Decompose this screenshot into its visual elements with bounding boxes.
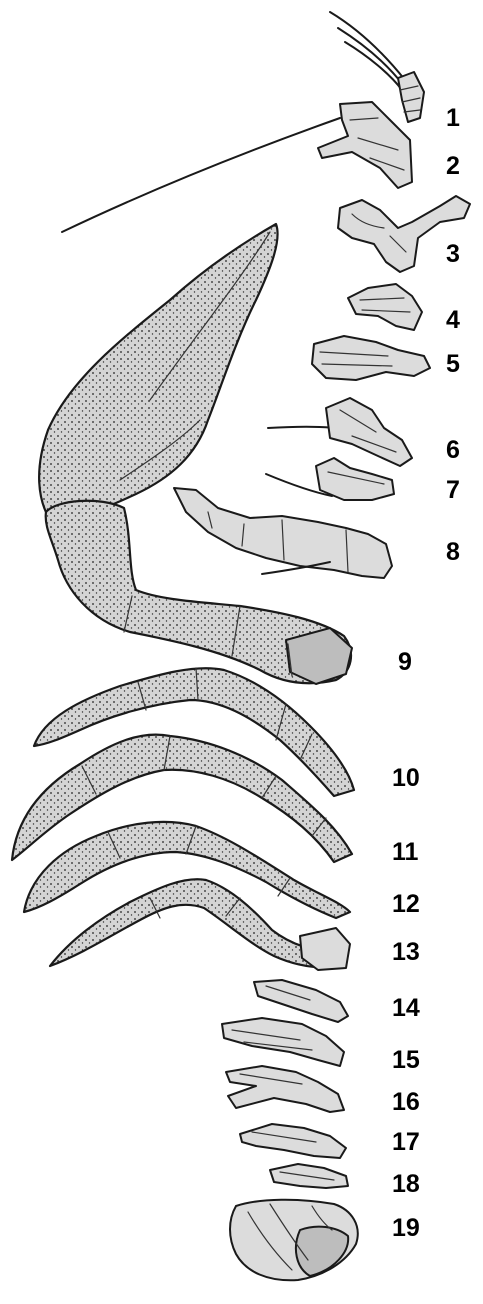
label-12: 12	[392, 892, 420, 917]
uropod-appendage	[230, 1200, 358, 1281]
label-2: 2	[446, 154, 460, 179]
label-1: 1	[446, 106, 460, 131]
pleopod-18-appendage	[270, 1164, 348, 1188]
label-4: 4	[446, 308, 460, 333]
label-9: 9	[398, 650, 412, 675]
maxilla-appendage	[312, 336, 430, 380]
pleopod-15-appendage	[222, 1018, 344, 1066]
label-19: 19	[392, 1216, 420, 1241]
first-maxilliped-appendage	[268, 398, 412, 466]
label-7: 7	[446, 478, 460, 503]
cheliped-appendage	[39, 224, 352, 684]
label-18: 18	[392, 1172, 420, 1197]
label-17: 17	[392, 1130, 420, 1155]
label-14: 14	[392, 996, 420, 1021]
label-16: 16	[392, 1090, 420, 1115]
pleopod-16-appendage	[226, 1066, 344, 1112]
label-5: 5	[446, 352, 460, 377]
second-maxilliped-appendage	[266, 458, 394, 500]
maxillule-appendage	[348, 284, 422, 330]
label-10: 10	[392, 766, 420, 791]
label-15: 15	[392, 1048, 420, 1073]
label-6: 6	[446, 438, 460, 463]
pleopod-17-appendage	[240, 1124, 346, 1158]
label-13: 13	[392, 940, 420, 965]
label-8: 8	[446, 540, 460, 565]
third-maxilliped-appendage	[174, 488, 392, 578]
label-11: 11	[392, 840, 418, 865]
label-3: 3	[446, 242, 460, 267]
pleopod-14-appendage	[254, 980, 348, 1022]
